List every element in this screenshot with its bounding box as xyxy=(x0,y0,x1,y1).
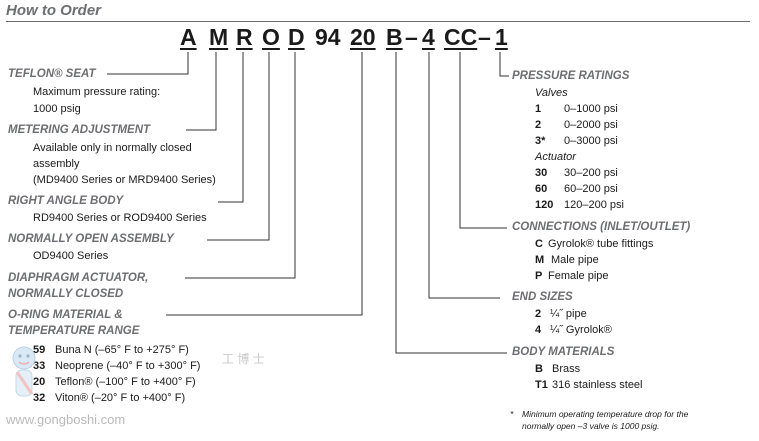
end-size-desc: ¼˝ pipe xyxy=(550,308,587,320)
leader-pressure xyxy=(499,52,509,77)
teflon-seat-line2: 1000 psig xyxy=(33,103,81,115)
connection-code: P xyxy=(535,270,543,282)
oring-code: 59 xyxy=(33,344,46,356)
teflon-seat-line1: Maximum pressure rating: xyxy=(33,86,161,98)
oring-heading-line2: TEMPERATURE RANGE xyxy=(8,325,140,337)
actuator-code: 60 xyxy=(535,183,548,195)
valve-code: 1 xyxy=(535,103,542,115)
footnote-line1: Minimum operating temperature drop for t… xyxy=(522,409,689,419)
end-size-desc: ¼˝ Gyrolok® xyxy=(550,324,612,336)
pressure-heading: PRESSURE RATINGS xyxy=(512,70,630,82)
connection-code: M xyxy=(535,254,545,266)
valve-code: 2 xyxy=(535,119,542,131)
page-title: How to Order xyxy=(6,2,102,19)
connection-desc: Male pipe xyxy=(551,254,599,266)
valves-label: Valves xyxy=(535,87,568,99)
code-oring: 20 xyxy=(350,24,376,50)
teflon-seat-heading: TEFLON® SEAT xyxy=(8,68,96,80)
actuator-desc: 120–200 psi xyxy=(564,199,624,211)
code-dash-1: – xyxy=(405,24,418,50)
normally-open-line1: OD9400 Series xyxy=(33,250,109,262)
code-end-size: 4 xyxy=(422,24,435,50)
code-diaphragm: D xyxy=(288,24,305,50)
oring-desc: Buna N (–65° F to +275° F) xyxy=(55,344,189,356)
actuator-desc: 30–200 psi xyxy=(564,167,618,179)
body-materials-heading: BODY MATERIALS xyxy=(512,346,615,358)
oring-desc: Viton® (–20° F to +400° F) xyxy=(55,392,186,404)
code-metering: M xyxy=(209,24,229,50)
code-body-material: B xyxy=(386,24,403,50)
footnote-line2: normally open –3 valve is 1000 psig. xyxy=(522,421,660,431)
body-material-code: T1 xyxy=(535,379,548,391)
valve-code: 3* xyxy=(535,135,546,147)
watermark-url: www.gongboshi.com xyxy=(6,412,126,427)
code-connections: CC xyxy=(444,24,478,50)
code-right-angle: R xyxy=(236,24,253,50)
connection-code: C xyxy=(535,238,543,250)
diaphragm-heading-line2: NORMALLY CLOSED xyxy=(8,288,124,300)
code-normally-open: O xyxy=(262,24,280,50)
actuator-label: Actuator xyxy=(535,151,576,163)
right-angle-heading: RIGHT ANGLE BODY xyxy=(8,195,124,207)
end-sizes-heading: END SIZES xyxy=(512,291,573,303)
leader-teflon-seat xyxy=(107,52,189,75)
metering-line1: Available only in normally closed xyxy=(33,142,192,154)
watermark-cn: 工 博 士 xyxy=(222,352,265,366)
leader-oring xyxy=(166,52,363,316)
title-divider xyxy=(6,21,750,22)
connections-heading: CONNECTIONS (INLET/OUTLET) xyxy=(512,221,691,233)
oring-desc: Teflon® (–100° F to +400° F) xyxy=(55,376,196,388)
footnote-star: * xyxy=(510,409,514,419)
right-angle-line1: RD9400 Series or ROD9400 Series xyxy=(33,212,207,224)
valve-desc: 0–3000 psi xyxy=(564,135,618,147)
code-seat: A xyxy=(180,24,197,50)
diaphragm-heading-line1: DIAPHRAGM ACTUATOR, xyxy=(8,272,149,284)
valve-desc: 0–2000 psi xyxy=(564,119,618,131)
metering-line3: (MD9400 Series or MRD9400 Series) xyxy=(33,174,216,186)
oring-code: 33 xyxy=(33,360,46,372)
leader-right-angle xyxy=(218,52,244,203)
actuator-code: 30 xyxy=(535,167,548,179)
metering-heading: METERING ADJUSTMENT xyxy=(8,124,151,136)
leader-normally-open xyxy=(207,52,270,241)
leader-connections xyxy=(459,52,507,229)
normally-open-heading: NORMALLY OPEN ASSEMBLY xyxy=(8,233,174,245)
actuator-desc: 60–200 psi xyxy=(564,183,618,195)
connection-desc: Female pipe xyxy=(548,270,609,282)
mascot-icon xyxy=(12,346,36,397)
leader-end-sizes xyxy=(428,52,500,299)
oring-heading-line1: O-RING MATERIAL & xyxy=(8,309,123,321)
end-size-code: 2 xyxy=(535,308,542,320)
connection-desc: Gyrolok® tube fittings xyxy=(548,238,654,250)
code-pressure: 1 xyxy=(495,24,508,50)
actuator-code: 120 xyxy=(535,199,554,211)
metering-line2: assembly xyxy=(33,158,80,170)
oring-desc: Neoprene (–40° F to +300° F) xyxy=(55,360,201,372)
oring-code: 32 xyxy=(33,392,46,404)
code-series: 94 xyxy=(315,24,341,50)
leader-diaphragm xyxy=(185,52,296,279)
body-material-desc: Brass xyxy=(552,363,581,375)
valve-desc: 0–1000 psi xyxy=(564,103,618,115)
code-dash-2: – xyxy=(478,24,491,50)
body-material-desc: 316 stainless steel xyxy=(552,379,643,391)
end-size-code: 4 xyxy=(535,324,542,336)
leader-metering xyxy=(186,52,217,131)
leader-body-materials xyxy=(395,52,507,354)
body-material-code: B xyxy=(535,363,543,375)
oring-code: 20 xyxy=(33,376,46,388)
